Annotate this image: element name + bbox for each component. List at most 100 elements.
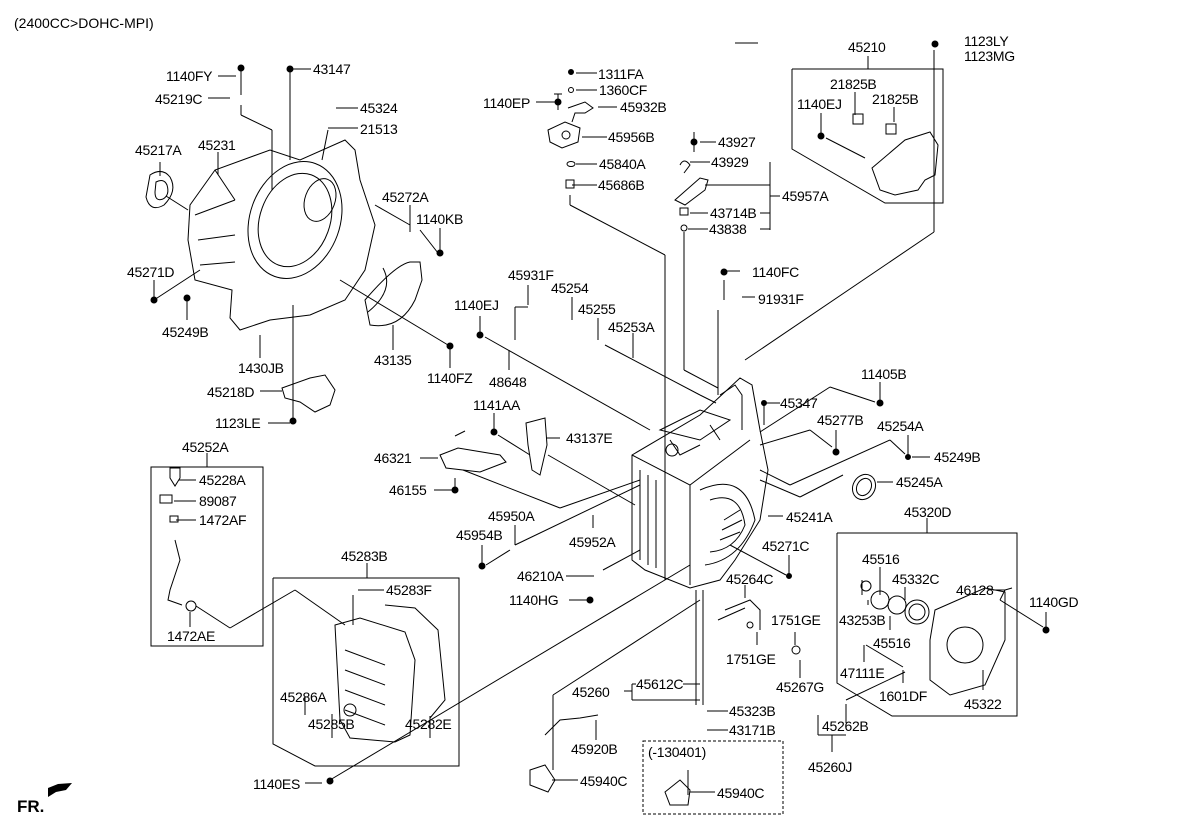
part-label[interactable]: 43135 [374, 352, 412, 368]
part-label[interactable]: 45940C [580, 773, 628, 789]
part-label[interactable]: 21513 [360, 121, 398, 137]
part-label[interactable]: 1601DF [879, 688, 928, 704]
part-label[interactable]: 45254 [551, 280, 589, 296]
part-label[interactable]: 1123LE [215, 415, 261, 431]
part-label[interactable]: 47111E [840, 665, 885, 681]
part-label[interactable]: 1472AE [167, 628, 216, 644]
part-label[interactable]: 45282E [405, 716, 452, 732]
part-label[interactable]: 45323B [729, 703, 776, 719]
part-label[interactable]: 45940C [717, 785, 765, 801]
part-label[interactable]: 43147 [313, 61, 351, 77]
serial-range-label: (-130401) [648, 744, 707, 760]
part-label[interactable]: 1141AA [473, 397, 520, 413]
part-label[interactable]: 45952A [569, 534, 616, 550]
group-label[interactable]: 45252A [182, 439, 229, 455]
part-label[interactable]: 45283F [386, 582, 432, 598]
part-label[interactable]: 45956B [608, 129, 655, 145]
part-label[interactable]: 45612C [636, 676, 684, 692]
part-label[interactable]: 46210A [517, 568, 564, 584]
part-label[interactable]: 43838 [709, 221, 747, 237]
part-label[interactable]: 89087 [199, 493, 237, 509]
part-label[interactable]: 1140EJ [454, 297, 499, 313]
part-label[interactable]: 45267G [776, 679, 825, 695]
deflector-43135-drawing [364, 261, 423, 327]
part-label[interactable]: 45254A [877, 418, 924, 434]
part-label[interactable]: 45957A [782, 188, 829, 204]
part-label[interactable]: 45241A [786, 509, 833, 525]
front-direction-arrow-icon [48, 783, 72, 797]
part-label[interactable]: 1751GE [771, 612, 821, 628]
part-label[interactable]: 45249B [934, 449, 981, 465]
part-label[interactable]: 45260J [808, 759, 853, 775]
part-label[interactable]: 45231 [198, 137, 236, 153]
part-label[interactable]: 45932B [620, 99, 667, 115]
part-label[interactable]: 45285B [308, 716, 355, 732]
part-label[interactable]: 45255 [578, 301, 616, 317]
part-label[interactable]: 46321 [374, 450, 412, 466]
part-label[interactable]: 1140EP [483, 95, 530, 111]
part-label[interactable]: 45260 [572, 684, 610, 700]
part-label[interactable]: 1140KB [416, 211, 463, 227]
group-label[interactable]: 45283B [341, 548, 388, 564]
shield-43137E-drawing [525, 417, 548, 476]
part-label[interactable]: 21825B [872, 91, 919, 107]
part-label[interactable]: 45264C [726, 571, 774, 587]
part-label[interactable]: 1430JB [238, 360, 284, 376]
group-label[interactable]: 45320D [904, 504, 952, 520]
part-label[interactable]: 45322 [964, 696, 1002, 712]
part-label[interactable]: 45286A [280, 689, 327, 705]
part-label[interactable]: 1472AF [199, 512, 247, 528]
part-label[interactable]: 45332C [892, 571, 940, 587]
part-label[interactable]: 45686B [598, 177, 645, 193]
part-label[interactable]: 1123MG [964, 48, 1015, 64]
cooler-pipe-drawing [717, 599, 801, 655]
part-label[interactable]: 45262B [822, 718, 869, 734]
part-label[interactable]: 11405B [861, 366, 907, 382]
part-label[interactable]: 45271C [762, 538, 810, 554]
part-label[interactable]: 48648 [489, 374, 527, 390]
part-label[interactable]: 91931F [758, 291, 804, 307]
part-label[interactable]: 43714B [710, 205, 757, 221]
part-label[interactable]: 43929 [711, 154, 749, 170]
part-label[interactable]: 45245A [896, 474, 943, 490]
part-label[interactable]: 45920B [571, 741, 618, 757]
part-label[interactable]: 1311FA [598, 66, 644, 82]
part-label[interactable]: 45219C [155, 91, 203, 107]
part-label[interactable]: 45218D [207, 384, 255, 400]
part-label[interactable]: 21825B [830, 76, 877, 92]
part-label[interactable]: 46128 [956, 582, 994, 598]
part-label[interactable]: 1140FY [166, 68, 213, 84]
part-label[interactable]: 43253B [839, 612, 886, 628]
part-label[interactable]: 1140FZ [427, 370, 473, 386]
part-label[interactable]: 45324 [360, 100, 398, 116]
part-label[interactable]: 45272A [382, 189, 429, 205]
part-label[interactable]: 45271D [127, 264, 175, 280]
part-label[interactable]: 45840A [599, 156, 646, 172]
part-label[interactable]: 1140FC [752, 264, 799, 280]
inhibitor-switch-drawing [547, 69, 594, 189]
part-label[interactable]: 46155 [389, 482, 427, 498]
part-label[interactable]: 1140EJ [797, 96, 842, 112]
part-label[interactable]: 45950A [488, 508, 535, 524]
part-label[interactable]: 45516 [862, 551, 900, 567]
part-label[interactable]: 1140ES [253, 776, 300, 792]
part-label[interactable]: 1360CF [599, 82, 648, 98]
breather-hose-drawing [159, 467, 197, 612]
part-label[interactable]: 1123LY [964, 33, 1009, 49]
part-label[interactable]: 45516 [873, 635, 911, 651]
part-label[interactable]: 43927 [718, 134, 756, 150]
part-label[interactable]: 1140HG [509, 592, 559, 608]
part-label[interactable]: 1140GD [1029, 594, 1079, 610]
part-label[interactable]: 45249B [162, 324, 209, 340]
part-label[interactable]: 45347 [780, 395, 818, 411]
part-label[interactable]: 45954B [456, 527, 503, 543]
part-label[interactable]: 43171B [729, 722, 776, 738]
part-label[interactable]: 45217A [135, 142, 182, 158]
part-label[interactable]: 45253A [608, 319, 655, 335]
part-label[interactable]: 1751GE [726, 651, 776, 667]
part-label[interactable]: 45228A [199, 472, 246, 488]
group-label[interactable]: 45210 [848, 39, 886, 55]
part-label[interactable]: 43137E [566, 430, 613, 446]
part-label[interactable]: 45931F [508, 267, 554, 283]
part-label[interactable]: 45277B [817, 412, 864, 428]
